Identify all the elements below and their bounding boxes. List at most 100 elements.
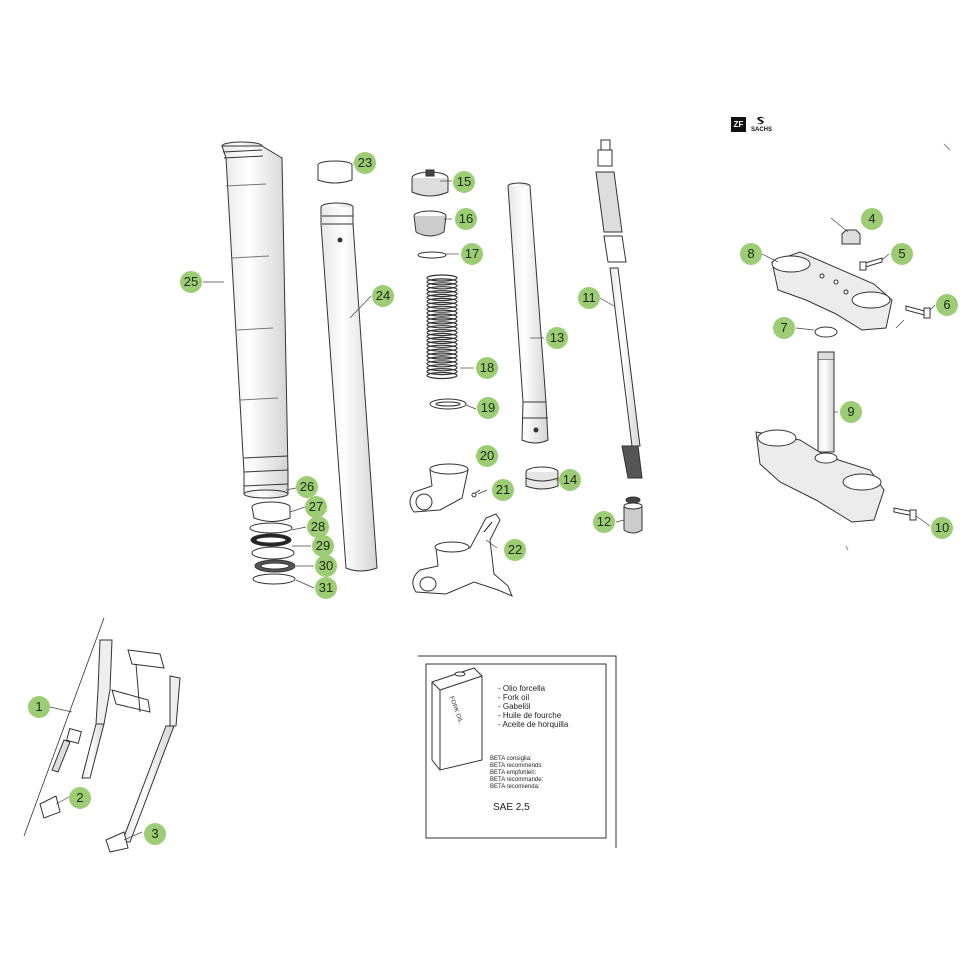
spring-ring: [429, 398, 467, 410]
spring-coil: [426, 329, 458, 337]
callout-19[interactable]: 19: [477, 397, 499, 419]
preload-nut: [413, 210, 447, 237]
zf-logo: ZF: [731, 117, 746, 132]
spring-coil: [426, 348, 458, 356]
spring-coil: [426, 309, 458, 317]
spring-coil: [426, 290, 458, 298]
callout-20[interactable]: 20: [476, 445, 498, 467]
inner-fork-tube: [320, 202, 378, 572]
callout-25[interactable]: 25: [180, 271, 202, 293]
oil-rec-en: BETA recommends:: [490, 763, 543, 769]
spring-coil: [426, 278, 458, 286]
oil-lang-fr: - Huile de fourche: [498, 711, 562, 720]
clamp-bolt-upper: [859, 257, 883, 271]
oil-lang-en: - Fork oil: [498, 693, 530, 702]
callout-27[interactable]: 27: [305, 496, 327, 518]
oil-rec-it: BETA consiglia:: [490, 756, 532, 762]
callout-12[interactable]: 12: [593, 511, 615, 533]
callout-16[interactable]: 16: [455, 208, 477, 230]
callout-13[interactable]: 13: [546, 327, 568, 349]
bushing-pack: [525, 466, 559, 490]
callout-17[interactable]: 17: [461, 243, 483, 265]
fork-oil-panel: [418, 655, 617, 848]
callout-22[interactable]: 22: [504, 539, 526, 561]
spring-coil: [426, 301, 458, 309]
steering-nut: [841, 229, 861, 245]
spring-coil: [426, 352, 458, 360]
callout-28[interactable]: 28: [307, 516, 329, 538]
axle-clamp-upper: [409, 463, 469, 513]
spring-coil: [426, 313, 458, 321]
callout-3[interactable]: 3: [144, 823, 166, 845]
callout-8[interactable]: 8: [740, 243, 762, 265]
spring-coil: [426, 336, 458, 344]
callout-26[interactable]: 26: [296, 476, 318, 498]
oil-rec-de: BETA empfohlen:: [490, 770, 537, 776]
seal-stack: [249, 501, 296, 585]
stray-marks: [845, 143, 951, 551]
callout-1[interactable]: 1: [28, 696, 50, 718]
spring-coil: [426, 371, 458, 380]
callout-15[interactable]: 15: [453, 171, 475, 193]
spring-coil: [426, 368, 458, 376]
spring-coil: [426, 332, 458, 341]
oil-lang-de: - Gabelöl: [498, 702, 531, 711]
spring-coil: [426, 297, 458, 305]
callout-4[interactable]: 4: [861, 208, 883, 230]
callout-11[interactable]: 11: [578, 287, 600, 309]
spring-coil: [426, 282, 458, 290]
callout-23[interactable]: 23: [354, 152, 376, 174]
callout-2[interactable]: 2: [69, 787, 91, 809]
clamp-bolt-lower: [893, 507, 917, 521]
spring-coil: [426, 340, 458, 348]
spring-coil: [426, 321, 458, 329]
spring-coil: [426, 293, 458, 302]
callout-7[interactable]: 7: [773, 317, 795, 339]
callout-24[interactable]: 24: [372, 285, 394, 307]
spring-coil: [426, 325, 458, 333]
spring-coil: [426, 344, 458, 352]
top-bushing: [317, 160, 353, 184]
axle-foot-lower: [412, 513, 513, 597]
upper-triple-clamp: [771, 251, 893, 331]
callout-9[interactable]: 9: [840, 401, 862, 423]
callout-6[interactable]: 6: [936, 294, 958, 316]
spring-coil: [426, 305, 458, 313]
clamp-screw: [471, 489, 481, 498]
spring-coil: [426, 360, 458, 368]
oil-grade: SAE 2,5: [493, 802, 530, 813]
compression-valve: [623, 496, 643, 534]
sachs-logo-icon: [757, 116, 765, 125]
clamp-bolt-side: [905, 305, 931, 319]
oil-lang-es: - Aceite de horquilla: [498, 720, 569, 729]
spring-coil: [426, 274, 458, 282]
damper-tube: [507, 182, 549, 444]
spring-coil: [426, 286, 458, 294]
oil-rec-es: BETA recomienda:: [490, 784, 540, 790]
top-cap: [411, 169, 449, 197]
outer-fork-tube: [221, 141, 289, 499]
oil-recommendation-list: BETA consiglia: BETA recommends: BETA em…: [490, 756, 543, 791]
spring-coil: [426, 364, 458, 372]
cartridge-rod: [595, 139, 643, 479]
lower-triple-clamp: [755, 351, 885, 523]
oil-rec-fr: BETA recommande:: [490, 777, 544, 783]
callout-30[interactable]: 30: [315, 555, 337, 577]
callout-10[interactable]: 10: [931, 517, 953, 539]
spring-coil: [426, 317, 458, 325]
spring-coil: [426, 356, 458, 364]
leader-lines: [49, 162, 936, 841]
callout-21[interactable]: 21: [492, 479, 514, 501]
oil-language-list: - Olio forcella - Fork oil - Gabelöl - H…: [498, 684, 568, 729]
stem-oring: [814, 326, 838, 338]
callout-18[interactable]: 18: [476, 357, 498, 379]
callout-31[interactable]: 31: [315, 577, 337, 599]
callout-5[interactable]: 5: [891, 243, 913, 265]
sachs-wordmark: SACHS: [751, 127, 773, 133]
oil-lang-it: - Olio forcella: [498, 684, 546, 693]
assembled-fork-overview: [23, 617, 181, 853]
fork-spring: [426, 274, 458, 380]
callout-29[interactable]: 29: [312, 535, 334, 557]
callout-14[interactable]: 14: [559, 469, 581, 491]
